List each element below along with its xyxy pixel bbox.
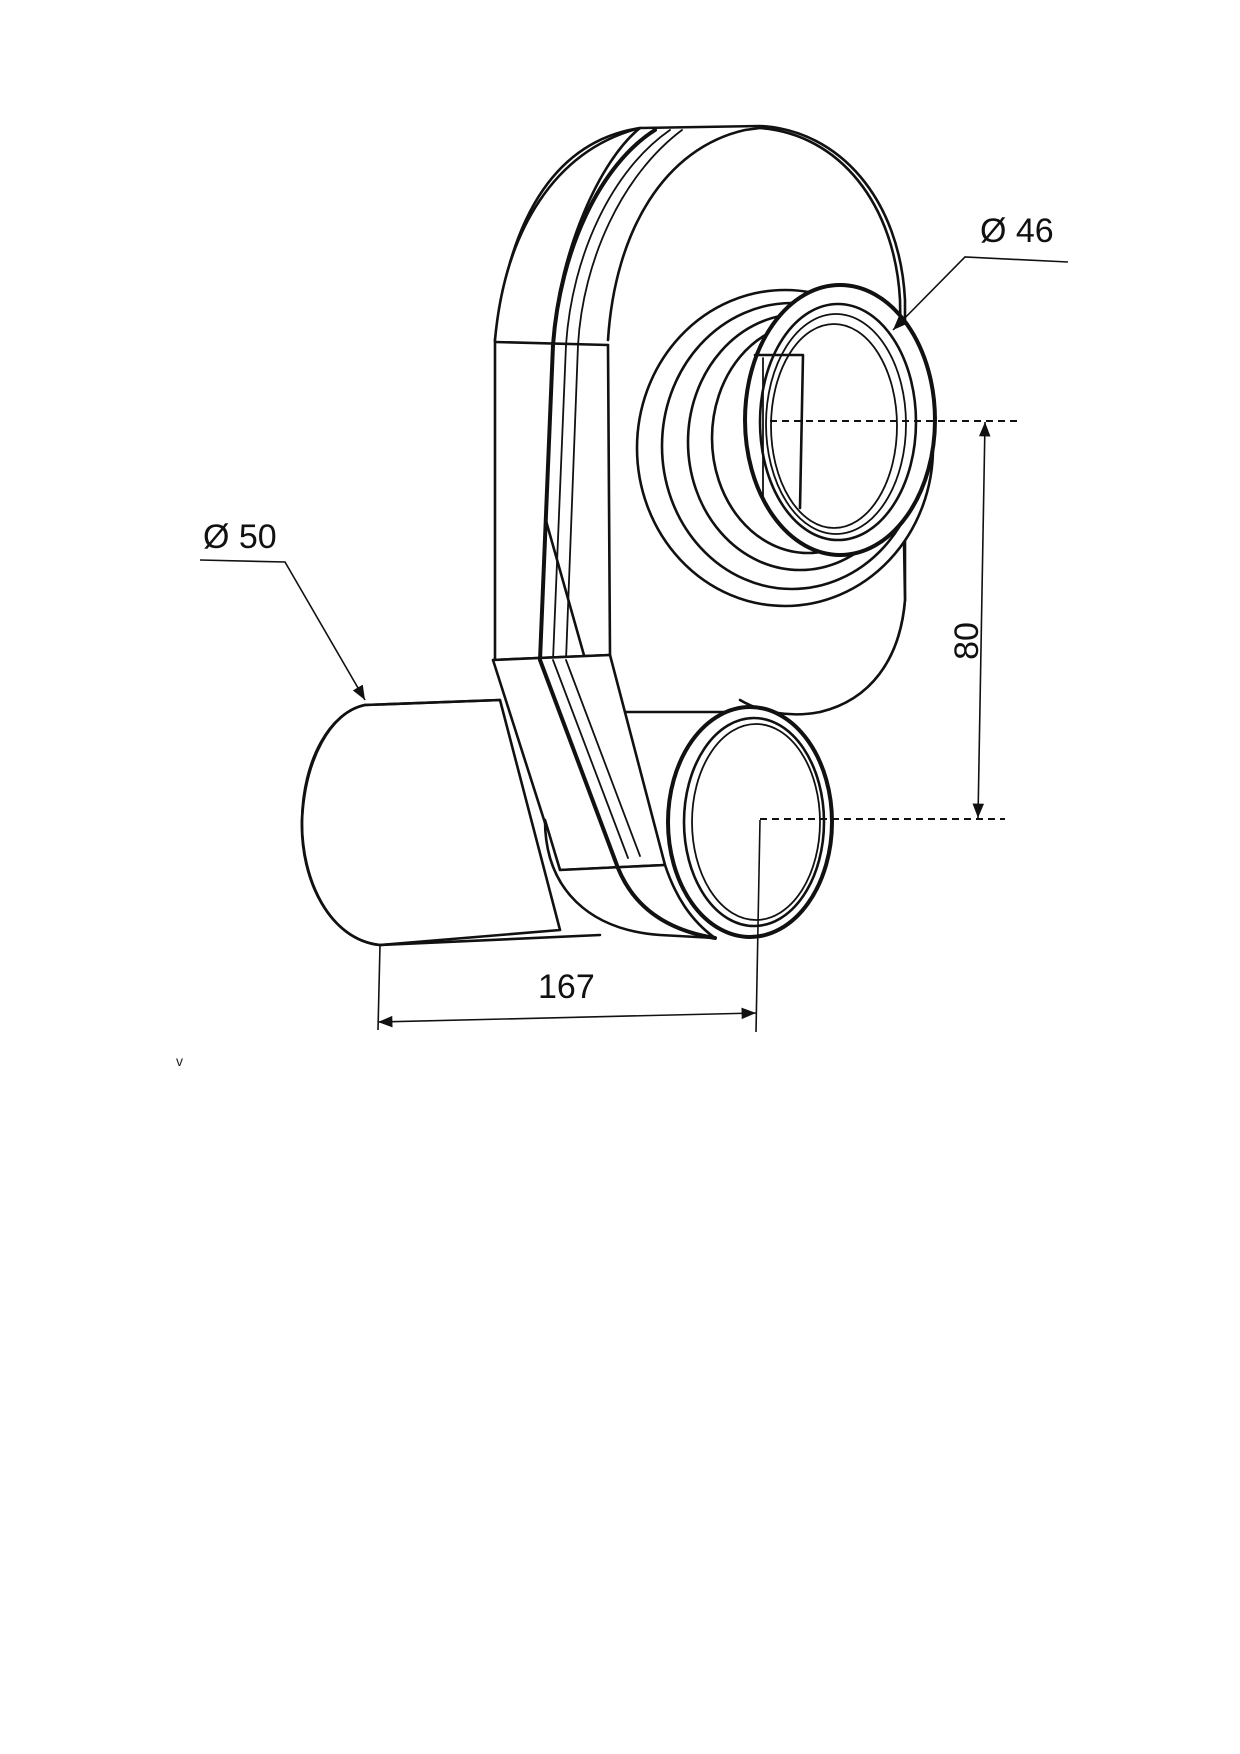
dimension-inlet-diameter: Ø 46 bbox=[892, 212, 1069, 331]
seam-band-top-inner-2 bbox=[577, 129, 683, 346]
inlet-thread-2 bbox=[770, 323, 898, 529]
seam-vertical bbox=[538, 343, 555, 662]
outlet-pipe-bottom-edge bbox=[378, 933, 602, 947]
seam-band-top-inner bbox=[565, 129, 671, 346]
inlet-interior-edge bbox=[753, 353, 805, 510]
leader-line-outlet bbox=[199, 559, 366, 701]
section-line-upper bbox=[493, 340, 610, 347]
inlet-pipe-outer bbox=[743, 283, 937, 557]
label-length: 167 bbox=[538, 968, 595, 1006]
lower-leg-seam-inner-2 bbox=[565, 659, 641, 857]
lower-ring-inner-2 bbox=[691, 723, 821, 921]
outlet-pipe bbox=[300, 698, 602, 947]
inlet-thread-1 bbox=[765, 313, 907, 535]
lower-leg-seam-inner bbox=[552, 659, 629, 859]
leader-line-inlet bbox=[892, 256, 1069, 331]
stray-mark: v bbox=[176, 1053, 183, 1069]
outlet-pipe-top-edge bbox=[363, 698, 502, 707]
dimension-length: 167 bbox=[377, 819, 761, 1033]
bottom-seam bbox=[613, 858, 717, 940]
seam-vertical-inner bbox=[552, 344, 567, 661]
label-height-offset: 80 bbox=[948, 622, 986, 660]
lower-ring-inner bbox=[682, 716, 826, 928]
label-inlet-diameter: Ø 46 bbox=[980, 212, 1054, 250]
extension-left bbox=[377, 944, 381, 1031]
lower-ring-outer bbox=[666, 705, 834, 939]
outlet-pipe-end-curve bbox=[300, 703, 382, 947]
lower-outlet-ring bbox=[666, 705, 834, 939]
dimension-outlet-diameter: Ø 50 bbox=[199, 518, 366, 701]
dim-line-167 bbox=[377, 1007, 757, 1028]
lower-leg-seam bbox=[538, 658, 617, 862]
bottom-base bbox=[543, 818, 717, 940]
seam-band-top bbox=[551, 128, 657, 347]
dim-line-80 bbox=[972, 421, 991, 819]
dimension-height-offset: 80 bbox=[760, 420, 1018, 820]
front-section-edge bbox=[606, 343, 612, 657]
seam-vertical-inner-2 bbox=[565, 344, 579, 661]
inlet-connection bbox=[635, 283, 937, 608]
extension-right bbox=[755, 819, 761, 1033]
label-outlet-diameter: Ø 50 bbox=[203, 518, 277, 556]
